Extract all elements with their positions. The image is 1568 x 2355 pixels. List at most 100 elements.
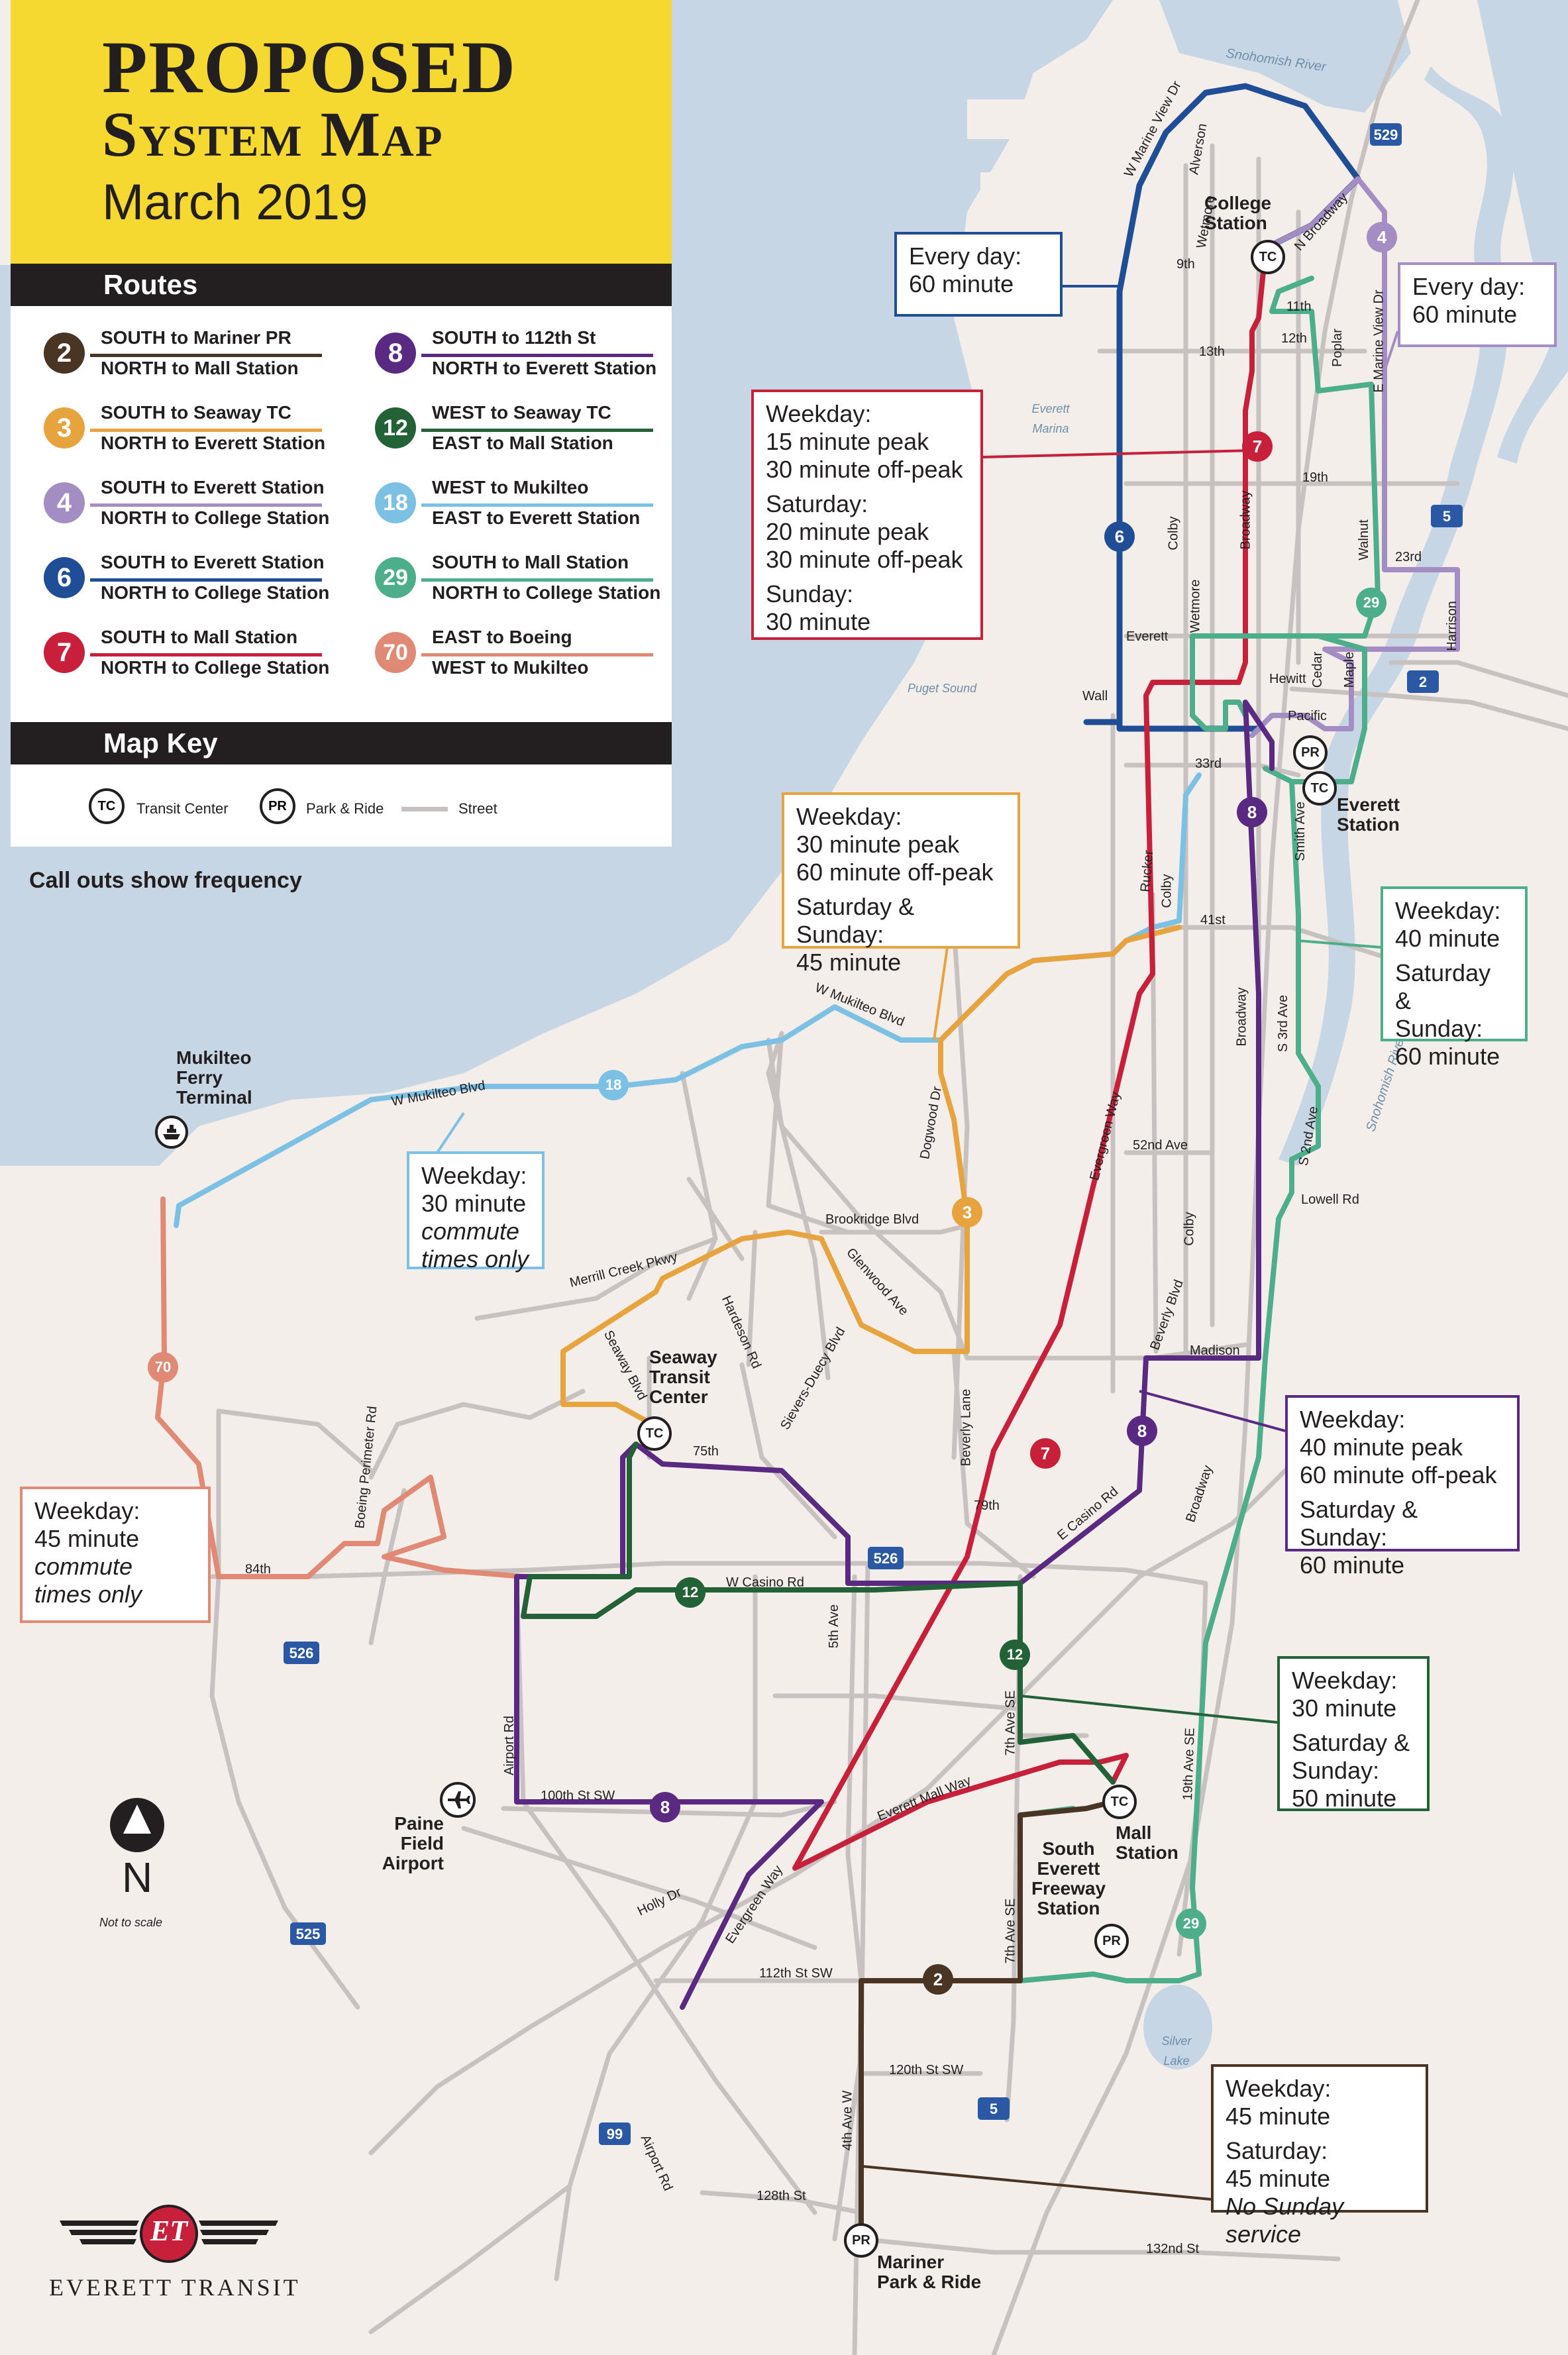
route-south-label: WEST to Seaway TC (432, 402, 611, 423)
street-lowell-rd: Lowell Rd (1301, 1192, 1359, 1207)
street-pacific: Pacific (1288, 709, 1327, 723)
map-badge-route-4: 4 (1367, 222, 1397, 252)
map-key-heading: Map Key (11, 722, 672, 764)
street-33rd: 33rd (1195, 757, 1222, 771)
callout-line: 15 minute peak (766, 428, 929, 455)
label-silver-lake: Silver Lake (1161, 2034, 1192, 2067)
logo-monogram: ET (150, 2215, 188, 2247)
street-120th-st-sw: 120th St SW (889, 2063, 964, 2077)
everett-station-tc: TC (1302, 771, 1337, 806)
map-badge-route-12: 12 (675, 1577, 706, 1608)
airport-icon (440, 1782, 476, 1818)
callout-line: 30 minute off-peak (766, 546, 963, 573)
college-station-label: College Station (1204, 193, 1272, 233)
route-north-label: WEST to Mukilteo (432, 657, 589, 678)
route-south-label: SOUTH to Mall Station (101, 627, 298, 647)
mukilteo-ferry-label: Mukilteo Ferry Terminal (176, 1047, 252, 1108)
route-badge: 8 (375, 333, 416, 374)
mall-station-tc: TC (1102, 1785, 1137, 1819)
route-badge: 7 (44, 632, 85, 673)
park-ride-symbol: PR (260, 788, 295, 824)
street-rucker: Rucker (1137, 849, 1157, 893)
street-colby-north: Colby (1166, 516, 1181, 550)
callout-pointers (199, 285, 1399, 2201)
callout-line: Weekday: (34, 1497, 140, 1524)
street-smith-ave: Smith Ave (1292, 802, 1308, 861)
route-2-line (859, 1799, 1116, 2242)
everett-station-label: Everett Station (1337, 794, 1400, 835)
street-brookridge-blvd: Brookridge Blvd (825, 1212, 919, 1227)
mariner-pr-label: Mariner Park & Ride (877, 2252, 982, 2292)
street-75th: 75th (693, 1444, 719, 1459)
map-badge-route-8: 8 (650, 1792, 680, 1822)
route-color-line (421, 503, 653, 507)
street-w-casino-rd: W Casino Rd (726, 1575, 804, 1590)
mariner-pr-symbol: PR (844, 2223, 878, 2258)
route-north-label: NORTH to Everett Station (432, 358, 657, 378)
seaway-tc-symbol: TC (637, 1416, 672, 1451)
ferry-icon (155, 1116, 188, 1149)
route-badge: 29 (375, 557, 416, 598)
route-south-label: SOUTH to Mall Station (432, 552, 629, 572)
route-color-line (421, 653, 653, 656)
park-ride-key-label: Park & Ride (306, 800, 384, 817)
shield-529: 529 (1374, 127, 1398, 143)
callout-line: 30 minute off-peak (766, 456, 963, 483)
route-badge: 6 (44, 557, 85, 598)
route-south-label: WEST to Mukilteo (432, 477, 589, 497)
street-cedar: Cedar (1310, 651, 1326, 688)
route-29-line (1018, 766, 1321, 1983)
callout-line: 60 minute off-peak (796, 859, 994, 886)
callout-line: Sunday: (1292, 1757, 1380, 1784)
street-airport-rd: Airport Rd (502, 1715, 517, 1776)
callout-line: 45 minute (1226, 2165, 1331, 2192)
callout-line: 45 minute (34, 1525, 140, 1552)
callout-line: Sunday: (1395, 1015, 1483, 1042)
callout-line: 30 minute (766, 608, 871, 635)
route-south-label: SOUTH to Everett Station (101, 552, 325, 572)
route-badge: 12 (375, 407, 416, 448)
callout-line: 30 minute peak (796, 831, 960, 858)
street-19th: 19th (1302, 470, 1328, 485)
street-19th-ave-se: 19th Ave SE (1180, 1727, 1198, 1801)
street-poplar: Poplar (1330, 329, 1345, 367)
route-color-line (90, 653, 322, 656)
route-badge: 3 (44, 407, 85, 448)
map-badge-route-8: 8 (1237, 797, 1267, 827)
callout-line: Every day: (909, 242, 1022, 270)
street-7th-ave-se: 7th Ave SE (1003, 1690, 1018, 1756)
route-north-label: NORTH to College Station (432, 582, 661, 603)
street-23rd: 23rd (1395, 550, 1422, 564)
map-badge-route-6: 6 (1104, 521, 1135, 552)
everett-transit-logo: ET (53, 2201, 285, 2274)
callout-line: Saturday & (1395, 959, 1491, 1014)
street-maple: Maple (1342, 651, 1357, 688)
callout-line: 60 minute (1300, 1551, 1405, 1579)
route-south-label: SOUTH to Everett Station (101, 477, 325, 497)
callout-line: 60 minute (1412, 301, 1518, 328)
callout-line: Weekday: (1226, 2075, 1332, 2102)
highway-shield-labels: 529 5 2 526 526 525 99 5 (289, 127, 1451, 2142)
route-north-label: NORTH to College Station (101, 582, 330, 603)
street-wetmore: Wetmore (1188, 579, 1203, 633)
route-4-line (1249, 176, 1460, 738)
callout-line: times only (421, 1245, 529, 1273)
street-key-swatch (401, 807, 448, 811)
route-29-north2 (1269, 276, 1381, 639)
everett-station-pr: PR (1293, 735, 1328, 770)
scale-note: Not to scale (99, 1916, 163, 1929)
street-84th: 84th (245, 1562, 271, 1577)
route-badge: 2 (44, 333, 85, 374)
street-41st: 41st (1200, 913, 1226, 927)
callout-line: commute (34, 1553, 133, 1580)
